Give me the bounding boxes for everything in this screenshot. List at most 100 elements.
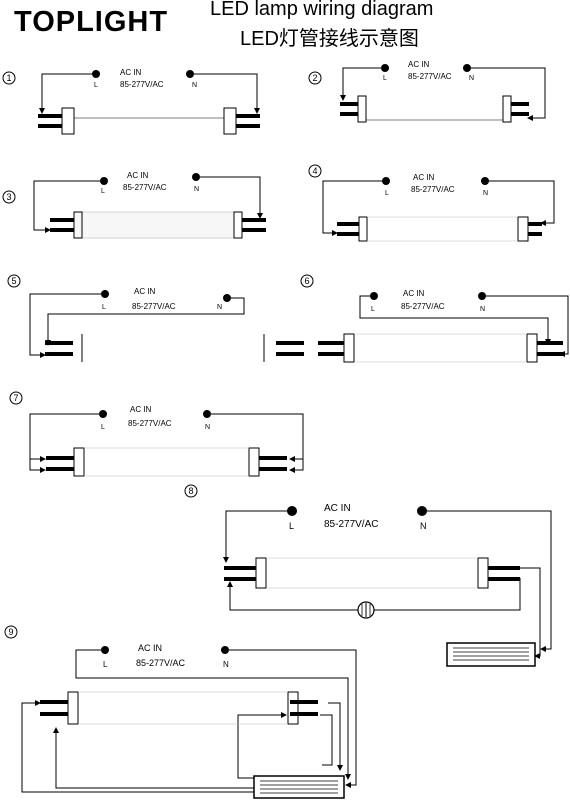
svg-text:N: N bbox=[480, 306, 485, 313]
terminal-dot-icon bbox=[186, 70, 194, 78]
lamp-pin-icon bbox=[242, 218, 266, 222]
svg-text:85-277V/AC: 85-277V/AC bbox=[401, 302, 445, 311]
lamp-pin-icon bbox=[488, 566, 520, 570]
diagram-number: 8 bbox=[188, 486, 193, 496]
diagram-6: 6 AC IN 85-277V/AC L N bbox=[300, 274, 569, 363]
lamp-pin-icon bbox=[236, 114, 260, 118]
lamp-pin-icon bbox=[511, 112, 529, 116]
svg-text:N: N bbox=[469, 75, 474, 82]
terminal-dot-icon bbox=[100, 177, 108, 185]
svg-text:N: N bbox=[194, 186, 199, 193]
svg-text:L: L bbox=[371, 306, 375, 313]
lamp-pin-icon bbox=[259, 456, 287, 460]
svg-text:L: L bbox=[101, 188, 105, 195]
svg-text:AC IN: AC IN bbox=[324, 503, 351, 514]
diagram-number: 5 bbox=[11, 276, 16, 286]
lamp-pin-icon bbox=[318, 341, 344, 345]
terminal-dot-icon bbox=[101, 646, 109, 654]
terminal-dot-icon bbox=[221, 646, 229, 654]
diagram-number: 7 bbox=[13, 393, 18, 403]
svg-text:AC IN: AC IN bbox=[408, 60, 430, 69]
svg-text:85-277V/AC: 85-277V/AC bbox=[324, 519, 378, 530]
diagram-number: 3 bbox=[6, 192, 11, 202]
lamp-pin-icon bbox=[511, 102, 529, 106]
svg-text:L: L bbox=[94, 82, 98, 89]
svg-text:AC IN: AC IN bbox=[130, 405, 152, 414]
svg-text:AC IN: AC IN bbox=[403, 289, 425, 298]
terminal-dot-icon bbox=[223, 294, 231, 302]
diagram-number: 1 bbox=[6, 73, 11, 83]
svg-text:85-277V/AC: 85-277V/AC bbox=[132, 302, 176, 311]
lamp-pin-icon bbox=[224, 566, 256, 570]
ballast-icon bbox=[253, 775, 345, 799]
diagram-number: 9 bbox=[8, 627, 13, 637]
center-pins bbox=[263, 334, 304, 362]
lamp-pin-icon bbox=[242, 228, 266, 232]
svg-text:AC IN: AC IN bbox=[138, 643, 162, 653]
switch-icon bbox=[357, 601, 375, 619]
terminal-dot-icon bbox=[99, 410, 107, 418]
lamp-pin-icon bbox=[38, 124, 62, 128]
diagram-number: 4 bbox=[312, 166, 317, 176]
svg-text:N: N bbox=[217, 304, 222, 311]
lamp-pin-icon bbox=[340, 112, 358, 116]
diagram-5: 5 AC IN 85-277V/AC L N bbox=[7, 274, 245, 362]
svg-text:85-277V/AC: 85-277V/AC bbox=[408, 72, 452, 81]
lamp-pin-icon bbox=[40, 700, 68, 704]
lamp-pin-icon bbox=[46, 456, 74, 460]
diagram-2: 2 AC IN 85-277V/AC L N bbox=[308, 60, 546, 123]
title-english: LED lamp wiring diagram bbox=[210, 0, 434, 20]
terminal-dot-icon bbox=[381, 64, 389, 72]
svg-text:N: N bbox=[420, 521, 427, 531]
svg-text:N: N bbox=[205, 424, 210, 431]
diagram-number: 6 bbox=[304, 276, 309, 286]
lamp-pin-icon bbox=[38, 114, 62, 118]
svg-text:L: L bbox=[102, 304, 106, 311]
diagram-8: 8 AC IN 85-277V/AC L N bbox=[184, 484, 552, 667]
diagram-3: 3 AC IN 85-277V/AC L N bbox=[2, 171, 266, 239]
svg-text:AC IN: AC IN bbox=[120, 68, 142, 77]
lamp-pin-icon bbox=[290, 712, 318, 716]
lamp-pin-icon bbox=[50, 218, 74, 222]
lamp-pin-icon bbox=[46, 467, 74, 471]
svg-text:N: N bbox=[483, 190, 488, 197]
lamp-pin-icon bbox=[276, 341, 304, 345]
terminal-dot-icon bbox=[481, 177, 489, 185]
lamp-pin-icon bbox=[276, 352, 304, 356]
svg-text:AC IN: AC IN bbox=[127, 171, 149, 180]
terminal-dot-icon bbox=[463, 64, 471, 72]
svg-text:85-277V/AC: 85-277V/AC bbox=[128, 419, 172, 428]
svg-text:85-277V/AC: 85-277V/AC bbox=[120, 80, 164, 89]
terminal-dot-icon bbox=[478, 292, 486, 300]
brand-logo: TOPLIGHT bbox=[14, 6, 169, 38]
diagram-7: 7 AC IN 85-277V/AC L N bbox=[9, 391, 304, 477]
lamp-pin-icon bbox=[40, 712, 68, 716]
svg-text:L: L bbox=[289, 521, 294, 531]
lamp-pin-icon bbox=[45, 341, 73, 345]
ballast-icon bbox=[446, 642, 536, 667]
svg-text:N: N bbox=[192, 82, 197, 89]
terminal-dot-icon bbox=[92, 70, 100, 78]
diagram-4: 4 AC IN 85-277V/AC L N bbox=[308, 164, 555, 242]
lamp-pin-icon bbox=[537, 341, 563, 345]
terminal-dot-icon bbox=[101, 290, 109, 298]
terminal-dot-icon bbox=[417, 506, 427, 516]
diagram-number: 2 bbox=[312, 73, 317, 83]
lamp-pin-icon bbox=[340, 102, 358, 106]
lamp-pin-icon bbox=[337, 222, 359, 226]
terminal-dot-icon bbox=[203, 410, 211, 418]
svg-text:N: N bbox=[223, 660, 229, 669]
lamp-pin-icon bbox=[259, 467, 287, 471]
diagram-1: 1 AC IN 85-277V/AC L N bbox=[2, 68, 260, 135]
diagram-9: 9 AC IN 85-277V/AC L N bbox=[4, 625, 357, 799]
title-chinese: LED灯管接线示意图 bbox=[240, 28, 419, 50]
terminal-dot-icon bbox=[192, 173, 200, 181]
lamp-pin-icon bbox=[50, 228, 74, 232]
lamp-pin-icon bbox=[224, 577, 256, 581]
svg-text:85-277V/AC: 85-277V/AC bbox=[136, 658, 186, 668]
lamp-pin-icon bbox=[45, 352, 73, 356]
svg-text:L: L bbox=[101, 424, 105, 431]
svg-text:L: L bbox=[385, 190, 389, 197]
svg-text:85-277V/AC: 85-277V/AC bbox=[123, 183, 167, 192]
